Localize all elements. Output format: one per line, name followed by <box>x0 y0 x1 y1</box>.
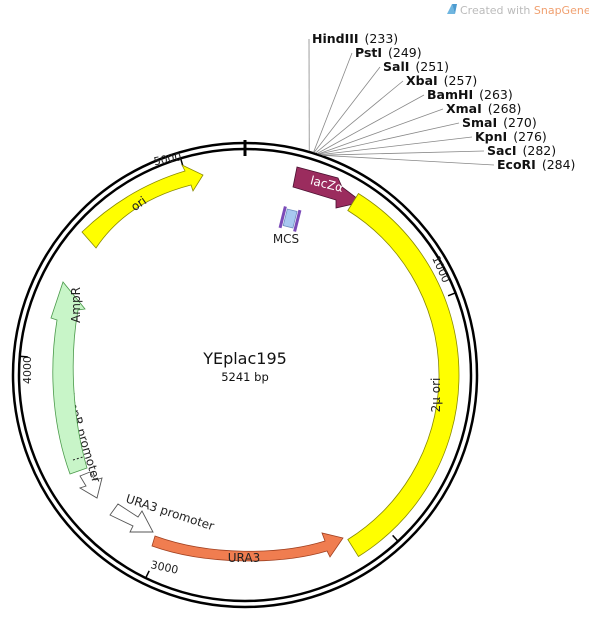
site-leader-kpni <box>320 136 473 156</box>
tick-mark-3000 <box>145 570 150 578</box>
site-label-smai[interactable]: SmaI (270) <box>462 115 537 130</box>
feature-2micron-ori[interactable]: 2μ ori <box>347 192 460 558</box>
site-position: (276) <box>513 129 547 144</box>
site-position: (282) <box>523 143 557 158</box>
site-position: (284) <box>542 157 576 172</box>
site-label-xbai[interactable]: XbaI (257) <box>406 73 477 88</box>
site-label-hindiii[interactable]: HindIII (233) <box>312 31 398 46</box>
plasmid-name: YEplac195 <box>202 349 287 368</box>
site-enzyme: SacI <box>487 143 517 158</box>
site-enzyme: XbaI <box>406 73 438 88</box>
site-leader-psti <box>313 52 353 153</box>
svg-text:Created with SnapGene®: Created with SnapGene® <box>460 3 589 17</box>
site-leader-xbai <box>315 80 404 154</box>
tick-mark-2000 <box>392 534 398 542</box>
site-position: (251) <box>415 59 449 74</box>
site-leader-bamhi <box>317 94 425 154</box>
site-enzyme: PstI <box>355 45 382 60</box>
mcs-icon <box>278 206 302 232</box>
feature-ura3-promoter[interactable]: URA3 promoter <box>109 492 216 534</box>
ampr-label: AmpR <box>69 287 83 323</box>
site-label-bamhi[interactable]: BamHI (263) <box>427 87 513 102</box>
site-position: (263) <box>479 87 513 102</box>
feature-mcs[interactable]: MCS <box>273 206 302 246</box>
site-label-xmai[interactable]: XmaI (268) <box>446 101 521 116</box>
site-leader-smai <box>319 122 460 155</box>
site-label-ecori[interactable]: EcoRI (284) <box>497 157 575 172</box>
site-enzyme: BamHI <box>427 87 473 102</box>
tick-marks <box>20 159 455 578</box>
site-enzyme: SmaI <box>462 115 497 130</box>
site-leader-saci <box>322 150 485 156</box>
tick-label-5000: 5000 <box>153 150 183 168</box>
site-enzyme: EcoRI <box>497 157 536 172</box>
snapgene-credit: Created with SnapGene® <box>447 3 589 17</box>
tick-label-4000: 4000 <box>21 356 34 384</box>
site-position: (249) <box>388 45 422 60</box>
site-label-saci[interactable]: SacI (282) <box>487 143 556 158</box>
plasmid-length: 5241 bp <box>221 370 269 384</box>
site-enzyme: SalI <box>383 59 409 74</box>
site-enzyme: HindIII <box>312 31 359 46</box>
mcs-label: MCS <box>273 232 299 246</box>
site-label-psti[interactable]: PstI (249) <box>355 45 422 60</box>
credit-prefix: Created with <box>460 4 534 17</box>
ampr-promoter-boundary <box>72 456 84 461</box>
snapgene-logo-icon <box>447 4 457 14</box>
site-leader-lines <box>308 38 495 166</box>
tick-mark-1000 <box>447 292 455 297</box>
two-micron-label: 2μ ori <box>429 378 443 413</box>
site-enzyme: XmaI <box>446 101 482 116</box>
site-position: (268) <box>488 101 522 116</box>
site-position: (257) <box>444 73 478 88</box>
tick-mark-4000 <box>20 355 28 358</box>
site-label-kpni[interactable]: KpnI (276) <box>475 129 547 144</box>
feature-ura3[interactable]: URA3 <box>151 532 344 565</box>
site-enzyme: KpnI <box>475 129 507 144</box>
restriction-sites: HindIII (233)PstI (249)SalI (251)XbaI (257)B… <box>312 31 575 172</box>
site-leader-sali <box>313 66 381 153</box>
site-position: (233) <box>365 31 399 46</box>
feature-ori[interactable]: ori <box>81 164 204 249</box>
site-leader-xmai <box>318 108 444 155</box>
ura3-label: URA3 <box>228 551 260 565</box>
site-position: (270) <box>503 115 537 130</box>
site-label-sali[interactable]: SalI (251) <box>383 59 449 74</box>
feature-ampr[interactable]: AmpR <box>50 281 88 475</box>
credit-brand: SnapGene <box>534 4 589 17</box>
feature-lacz[interactable]: lacZα <box>292 166 363 209</box>
tick-label-3000: 3000 <box>149 558 179 577</box>
site-leader-ecori <box>322 154 495 166</box>
